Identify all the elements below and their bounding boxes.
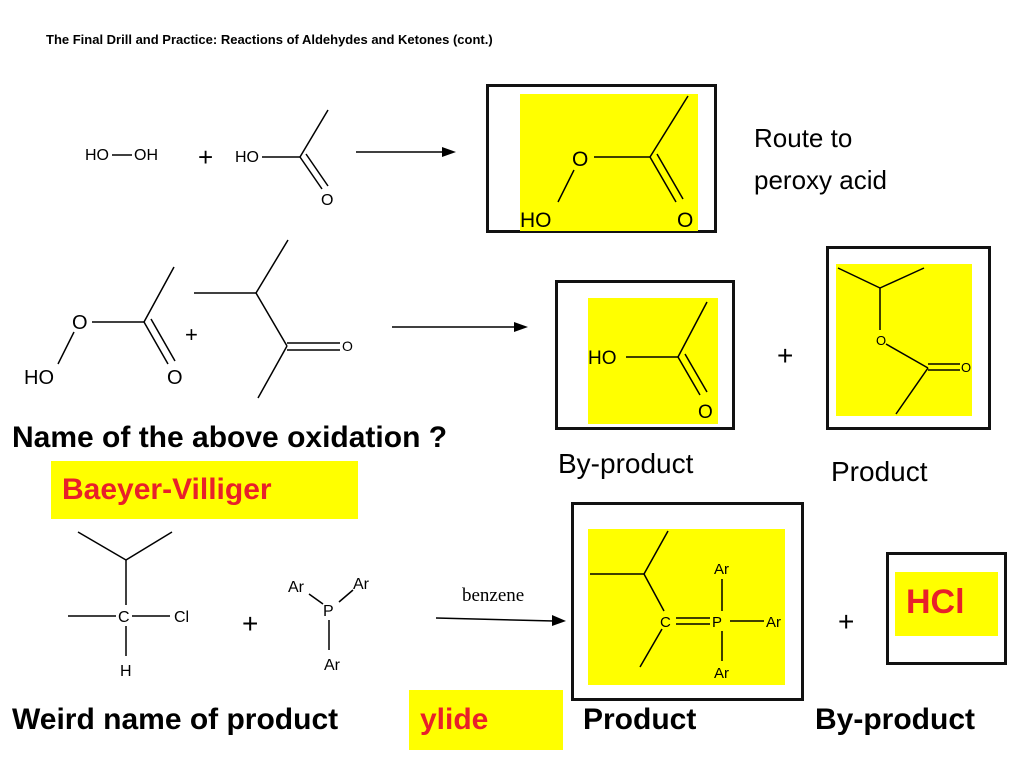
isopropyl-acetate: O O bbox=[837, 267, 971, 415]
highlight bbox=[588, 298, 718, 424]
isobutyl-chloride: C Cl H bbox=[68, 531, 189, 680]
acetic-acid: HO O bbox=[235, 109, 333, 209]
highlight bbox=[836, 264, 972, 416]
atom-label: C bbox=[660, 614, 671, 631]
product-box bbox=[826, 246, 991, 430]
atom-label: C bbox=[118, 609, 130, 626]
peracetic-acid-reactant: O HO O bbox=[24, 266, 183, 389]
atom-label: Ar bbox=[714, 561, 729, 578]
highlight bbox=[588, 529, 785, 685]
product-label: Product bbox=[831, 456, 928, 487]
atom-label: HO bbox=[588, 348, 617, 369]
plus-sign: + bbox=[198, 142, 214, 172]
product-box bbox=[571, 502, 804, 701]
atom-label: HO bbox=[520, 209, 552, 232]
highlight bbox=[520, 94, 698, 231]
atom-label: HO bbox=[24, 367, 54, 389]
peracetic-acid: O HO O bbox=[520, 95, 693, 232]
plus-sign: + bbox=[838, 606, 855, 637]
reaction-arrow bbox=[392, 322, 528, 332]
atom-label: H bbox=[120, 663, 132, 680]
route-note: Route to peroxy acid bbox=[754, 117, 887, 201]
methyl-isopropyl-ketone: O bbox=[194, 239, 353, 399]
atom-label: HO bbox=[85, 147, 109, 164]
atom-label: O bbox=[72, 312, 88, 334]
reaction-arrow bbox=[356, 147, 456, 157]
plus-sign: + bbox=[185, 322, 198, 347]
atom-label: O bbox=[961, 360, 971, 375]
product-label: Product bbox=[583, 703, 697, 736]
acetic-acid-byproduct: HO O bbox=[588, 301, 713, 423]
note-line: Route to bbox=[754, 123, 853, 153]
atom-label: P bbox=[323, 603, 334, 620]
byproduct-box bbox=[555, 280, 735, 430]
byproduct-hcl: HCl bbox=[906, 583, 965, 621]
note-line: peroxy acid bbox=[754, 165, 887, 195]
atom-label: O bbox=[677, 209, 693, 232]
product-box bbox=[486, 84, 717, 233]
atom-label: OH bbox=[134, 147, 158, 164]
reaction-arrow bbox=[435, 615, 566, 626]
atom-label: Ar bbox=[766, 614, 781, 631]
answer-ylide: ylide bbox=[420, 703, 489, 736]
atom-label: O bbox=[572, 148, 588, 171]
atom-label: Ar bbox=[324, 657, 341, 674]
plus-sign: + bbox=[242, 608, 259, 639]
question-oxidation: Name of the above oxidation ? bbox=[12, 421, 448, 454]
atom-label: O bbox=[698, 402, 713, 423]
slide-title: The Final Drill and Practice: Reactions … bbox=[46, 32, 493, 47]
triarylphosphine: Ar Ar P Ar bbox=[288, 576, 370, 674]
atom-label: O bbox=[876, 333, 886, 348]
plus-sign: + bbox=[777, 340, 794, 371]
atom-label: Ar bbox=[288, 579, 305, 596]
atom-label: HO bbox=[235, 149, 259, 166]
question-product-name: Weird name of product bbox=[12, 703, 339, 736]
atom-label: P bbox=[712, 614, 722, 631]
atom-label: Ar bbox=[714, 665, 729, 682]
answer-baeyer-villiger: Baeyer-Villiger bbox=[62, 473, 272, 506]
answer-highlight bbox=[409, 690, 563, 750]
atom-label: Ar bbox=[353, 576, 370, 593]
atom-label: Cl bbox=[174, 609, 189, 626]
byproduct-label: By-product bbox=[558, 448, 694, 479]
atom-label: O bbox=[342, 338, 353, 354]
phosphorus-ylide: C P Ar Ar Ar bbox=[590, 530, 781, 682]
byproduct-label: By-product bbox=[815, 703, 975, 736]
highlight bbox=[895, 572, 998, 636]
answer-highlight bbox=[51, 461, 358, 519]
atom-label: O bbox=[167, 367, 183, 389]
solvent-label: benzene bbox=[462, 585, 525, 606]
hydrogen-peroxide: HO OH bbox=[85, 147, 158, 164]
byproduct-box bbox=[886, 552, 1007, 665]
atom-label: O bbox=[321, 192, 333, 209]
